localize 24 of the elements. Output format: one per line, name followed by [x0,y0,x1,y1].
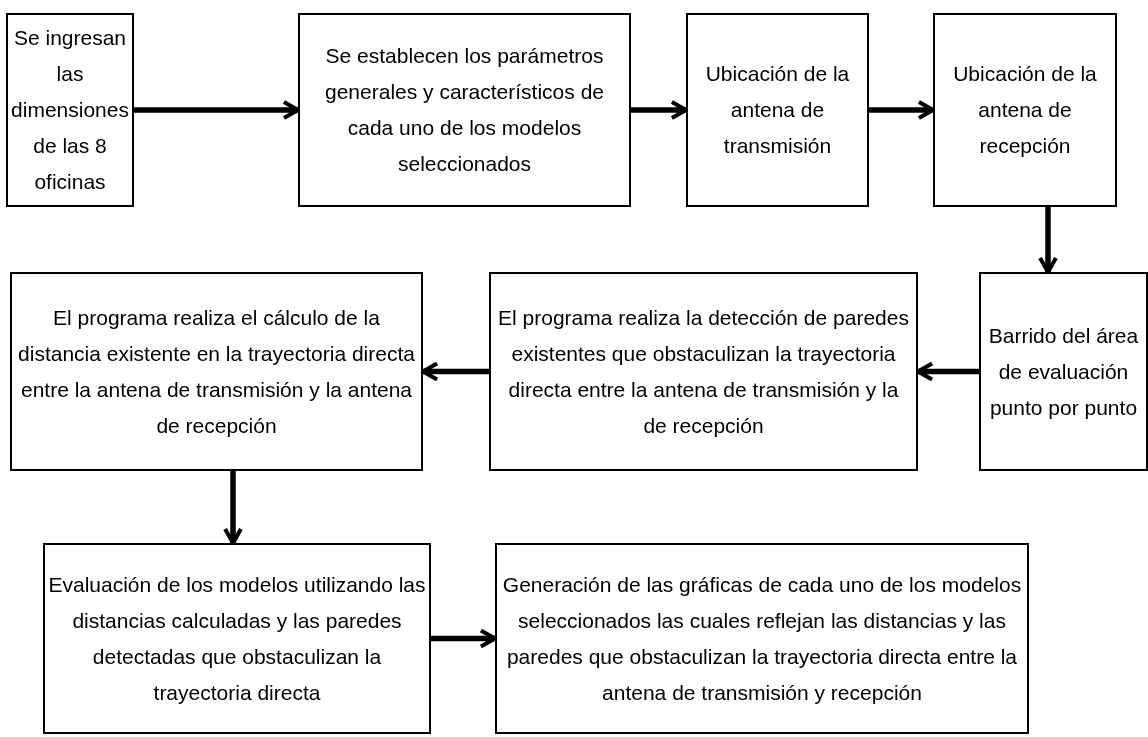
arrow [431,628,497,649]
step-text: Se ingresan las dimensiones de las 8 oficinas [11,25,129,195]
step-text: Evaluación de los modelos utilizando las distancias calculadas y las paredes detectadas que obstaculizan la trayectoria directa [48,571,426,706]
process-box [6,13,134,207]
step-text: Se establecen los parámetros generales y característicos de cada uno de los modelos seleccionados [324,43,605,177]
arrow [631,100,688,120]
step-text: Barrido del área de evaluación punto por punto [987,322,1140,421]
process-box [979,272,1148,471]
step-text: El programa realiza el cálculo de la distancia existente en la trayectoria directa entre la antena de transmisión y la antena de recepción [17,304,416,439]
arrow [869,100,935,120]
process-box [298,13,631,207]
step-text: Generación de las gráficas de cada uno de los modelos seleccionados las cuales reflejan las distancias y las paredes que obstaculizan la trayectoria directa entre la antena de transmisión y recepción [501,571,1023,706]
step-text: Ubicación de la antena de transmisión [704,61,851,159]
arrow [134,100,300,120]
process-box [43,543,431,734]
process-box [495,543,1029,734]
process-box [10,272,423,471]
step-text: Ubicación de la antena de recepción [952,61,1098,159]
arrow [223,471,243,545]
step-text: El programa realiza la detección de paredes existentes que obstaculizan la trayectoria directa entre la antena de transmisión y la de recepción [497,304,910,439]
process-box [933,13,1117,207]
arrow [1038,207,1058,274]
process-box [686,13,869,207]
process-box [489,272,918,471]
